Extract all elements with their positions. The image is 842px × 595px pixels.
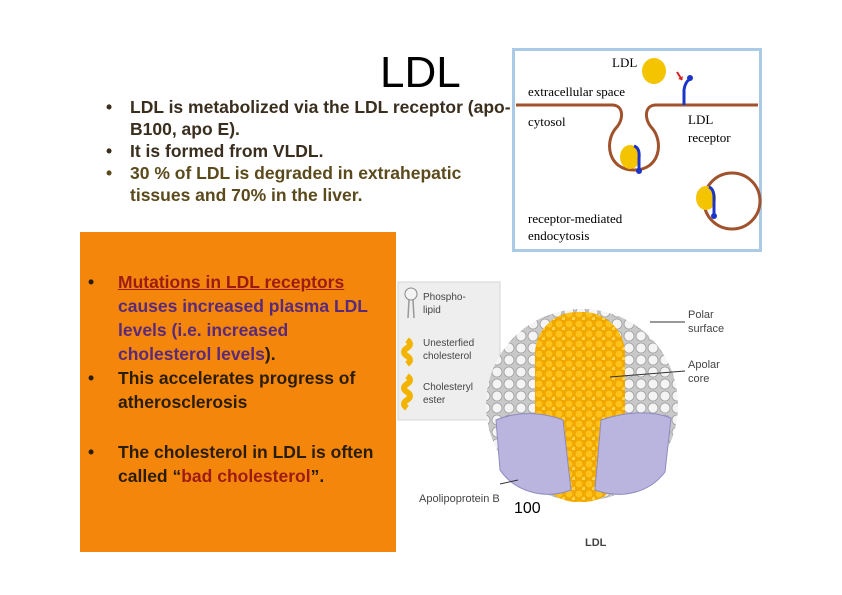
binding-arrowhead [678,76,683,80]
legend-panel [397,281,501,421]
apob-number: 100 [514,500,541,517]
label-rme-line2: endocytosis [528,228,589,243]
label-receptor-line2: receptor [688,130,731,145]
apolar-pointer [609,370,686,378]
bad-cholesterol-prefix: The cholesterol in LDL is often called “ [118,442,374,486]
slide-title: LDL [380,48,461,97]
bad-cholesterol-term: bad cholesterol [181,466,311,486]
endocytosis-diagram: LDL extracellular space cytosol LDL rece… [512,48,762,252]
receptor-head [687,75,693,81]
bullet-atherosclerosis: This accelerates progress of atheroscler… [86,366,386,414]
apob-pointer [499,479,519,485]
ldl-structure-diagram: Phospho- lipid Unesterfied cholesterol C… [397,281,724,549]
top-bullet-list: LDL is metabolized via the LDL receptor … [106,96,516,206]
label-ldl: LDL [612,55,637,70]
legend-ester-line1: Cholesteryl [423,382,473,393]
pit-receptor-base [636,168,642,174]
ldl-in-vesicle-icon [696,186,716,210]
label-apob: Apolipoprotein B [419,493,500,505]
legend-phospholipid-line1: Phospho- [423,292,466,303]
bullet-bad-cholesterol: The cholesterol in LDL is often called “… [86,440,386,488]
vesicle-receptor-base [711,213,717,219]
label-receptor-line1: LDL [688,112,713,127]
apob-right-band [594,412,672,495]
bullet-formed-from-vldl: It is formed from VLDL. [106,140,516,162]
label-polar-line1: Polar [688,309,714,321]
cholesteryl-ester-icon [401,373,413,411]
bad-cholesterol-suffix: ”. [310,466,325,486]
mutations-link-text: Mutations in LDL receptors [118,272,345,292]
legend-phospholipid-line2: lipid [423,305,441,316]
phospholipid-icon [404,287,418,319]
legend-ester-line2: ester [423,395,446,406]
unesterified-cholesterol-icon [401,337,413,367]
label-extracellular: extracellular space [528,84,625,99]
bullet-degradation: 30 % of LDL is degraded in extrahepatic … [106,162,516,206]
label-rme-line1: receptor-mediated [528,211,623,226]
apob-left-band [495,413,572,495]
label-apolar-line2: core [688,373,709,385]
label-polar-line2: surface [688,323,724,335]
mutations-end: ). [264,344,276,364]
legend-unesterified-line2: cholesterol [423,351,471,362]
diagram-caption: LDL [585,537,607,549]
legend-unesterified-line1: Unesterfied [423,338,474,349]
pit-receptor-icon [633,144,641,170]
ldl-particle-icon [642,58,666,84]
ldl-in-pit-icon [620,145,640,169]
label-apolar-line1: Apolar [688,359,720,371]
bullet-ldl-receptor: LDL is metabolized via the LDL receptor … [106,96,516,140]
cell-membrane [516,103,758,172]
label-cytosol: cytosol [528,114,566,129]
bullet-mutations: Mutations in LDL receptors causes increa… [86,270,386,366]
vesicle-receptor-icon [708,185,716,215]
mutations-effect-text: causes increased plasma LDL levels (i.e.… [118,296,368,364]
orange-bullet-list: Mutations in LDL receptors causes increa… [86,270,386,488]
